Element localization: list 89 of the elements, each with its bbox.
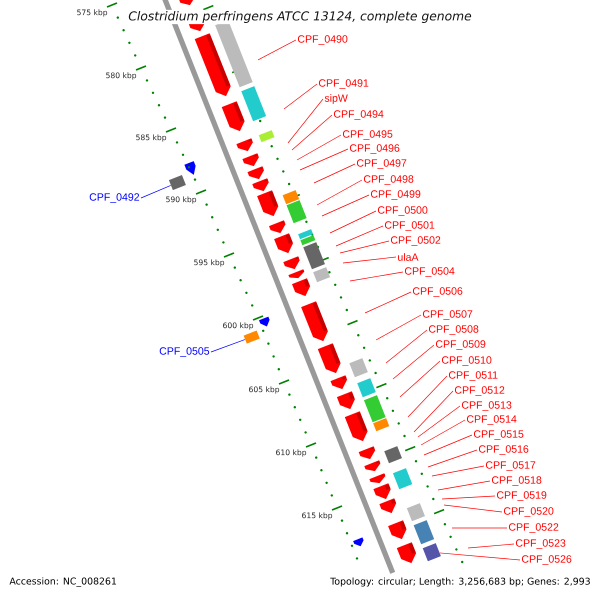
gene-label: CPF_0516 — [478, 445, 528, 455]
gene-label: CPF_0494 — [334, 110, 384, 120]
leader-line — [330, 210, 376, 234]
gene-label: CPF_0499 — [370, 190, 420, 200]
gene-block — [384, 446, 402, 464]
gene-label: CPF_0523 — [516, 539, 566, 549]
leader-line — [314, 164, 356, 184]
leader-line — [432, 466, 484, 476]
gene-label: CPF_0506 — [412, 287, 462, 297]
gene-block — [300, 235, 316, 246]
leader-line — [408, 376, 448, 418]
gene-block — [298, 229, 314, 240]
gene-block — [303, 242, 325, 270]
gene-block — [286, 200, 307, 224]
gene-label: CPF_0526 — [522, 555, 572, 565]
leader-line — [442, 496, 496, 500]
gene-block — [357, 378, 376, 398]
gene-block — [349, 358, 368, 378]
gene-block — [406, 503, 425, 522]
gene-block — [258, 130, 274, 142]
gene-label: CPF_0498 — [364, 175, 414, 185]
leader-line — [322, 194, 370, 216]
gene-label: CPF_0501 — [384, 221, 434, 231]
gene-label: sipW — [324, 94, 348, 104]
gene-label: CPF_0511 — [448, 371, 498, 381]
gene-label: CPF_0508 — [428, 325, 478, 335]
gene-label: CPF_0490 — [298, 35, 348, 45]
leader-line — [386, 330, 428, 364]
gene-label: CPF_0492 — [90, 193, 140, 203]
leader-line — [400, 360, 440, 398]
gene-block — [392, 468, 412, 490]
leader-line — [364, 292, 412, 314]
title: Clostridium perfringens ATCC 13124, complete genome — [127, 10, 473, 24]
leader-line — [440, 552, 520, 560]
leader-line — [392, 344, 434, 380]
gene-block — [422, 543, 441, 562]
leader-line — [140, 185, 172, 198]
gene-label: CPF_0496 — [350, 144, 400, 154]
gene-label: CPF_0504 — [404, 267, 454, 277]
gene-label: CPF_0517 — [486, 461, 536, 471]
leader-line — [300, 148, 348, 170]
leader-line — [284, 84, 318, 110]
gene-label: CPF_0515 — [474, 430, 524, 440]
leader-line — [418, 406, 460, 438]
gene-label: CPF_0512 — [454, 386, 504, 396]
leader-line — [288, 98, 324, 144]
leader-line — [210, 339, 246, 352]
leader-line — [336, 226, 384, 246]
leader-line — [424, 434, 472, 456]
leader-line — [292, 114, 332, 150]
gene-block — [244, 330, 260, 344]
gene-label: CPF_0520 — [504, 507, 554, 517]
gene-label: CPF_0500 — [378, 206, 428, 216]
leader-line — [420, 420, 466, 446]
leader-line — [428, 450, 478, 468]
gene-block — [364, 395, 386, 422]
leader-line — [316, 180, 362, 206]
gene-label: CPF_0513 — [462, 401, 512, 411]
gene-label: CPF_0522 — [508, 523, 558, 533]
leader-line — [296, 134, 342, 160]
gene-label: CPF_0502 — [390, 236, 440, 246]
leader-line — [258, 40, 296, 60]
gene-block — [313, 267, 330, 282]
gene-label: CPF_0505 — [160, 347, 210, 357]
gene-label: CPF_0518 — [492, 476, 542, 486]
gene-label: CPF_0519 — [496, 491, 546, 501]
gene-label: CPF_0509 — [436, 340, 486, 350]
leader-line — [438, 480, 490, 490]
leader-line — [444, 504, 502, 512]
gene-label: CPF_0510 — [442, 356, 492, 366]
leader-line — [414, 390, 454, 432]
gene-block — [282, 190, 300, 204]
info-text: Topology: circular; Length: 3,256,683 bp; Genes: 2,993 — [329, 576, 592, 588]
leader-line — [350, 272, 404, 282]
gene-label: CPF_0495 — [342, 130, 392, 140]
gene-label: CPF_0507 — [422, 310, 472, 320]
gene-label: ulaA — [398, 253, 418, 261]
gene-block — [373, 418, 390, 432]
leader-line — [342, 256, 396, 264]
leader-line — [340, 240, 390, 254]
gene-label: CPF_0514 — [466, 415, 516, 425]
gene-label: CPF_0491 — [318, 79, 368, 89]
info-text: Accession: NC_008261 — [9, 577, 116, 587]
gene-block — [414, 520, 434, 544]
leader-line — [468, 544, 514, 548]
gene-block — [241, 86, 266, 122]
gene-block — [168, 175, 186, 190]
leader-line — [376, 314, 422, 340]
gene-label: CPF_0497 — [356, 159, 406, 169]
